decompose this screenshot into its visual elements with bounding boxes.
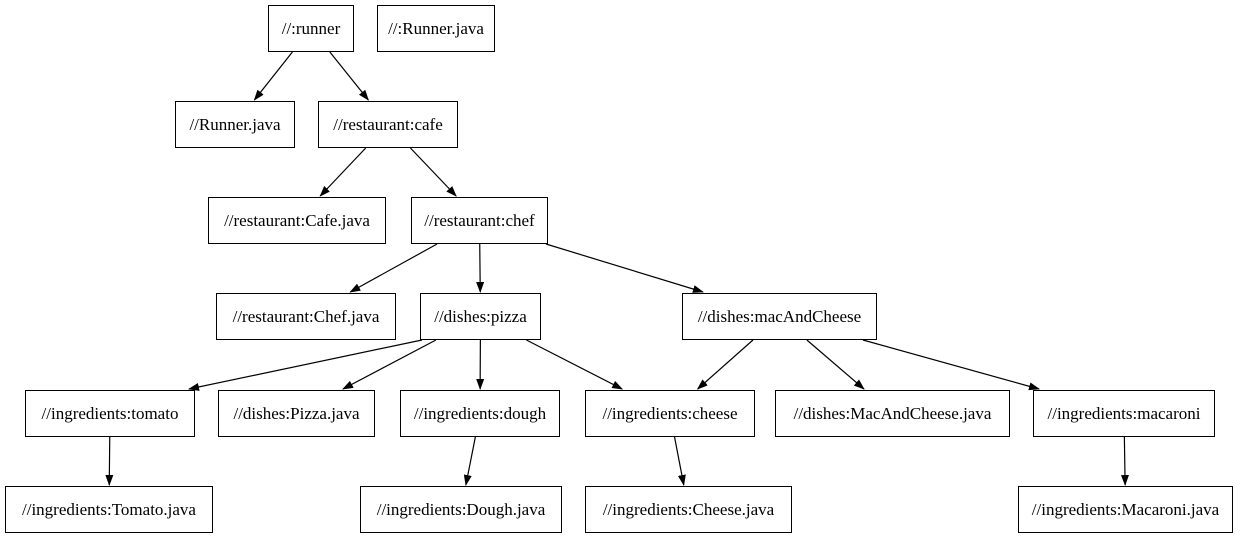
node-runner-java-root: //:Runner.java: [377, 5, 495, 52]
node-runner-java: //Runner.java: [175, 101, 295, 148]
edge-tomato-to-tomato-java: [105, 436, 114, 486]
node-tomato: //ingredients:tomato: [25, 390, 195, 437]
node-cheese-java: //ingredients:Cheese.java: [585, 486, 792, 533]
node-runner: //:runner: [268, 5, 354, 52]
edge-runner-to-runner-java: [253, 51, 293, 101]
node-chef-java: //restaurant:Chef.java: [216, 293, 396, 340]
node-mac-and-cheese: //dishes:macAndCheese: [682, 293, 877, 340]
node-cheese: //ingredients:cheese: [585, 390, 755, 437]
node-macaroni-java: //ingredients:Macaroni.java: [1018, 486, 1233, 533]
node-pizza: //dishes:pizza: [420, 293, 541, 340]
edge-cafe-to-cafe-java: [319, 147, 367, 197]
edge-dough-to-dough-java: [463, 436, 476, 486]
edge-pizza-to-pizza-java: [342, 339, 437, 390]
edge-chef-to-chef-java: [349, 243, 438, 293]
edge-mac-and-cheese-to-cheese: [696, 339, 754, 390]
edge-cheese-to-cheese-java: [673, 436, 686, 486]
edge-chef-to-pizza: [476, 243, 485, 293]
node-mac-and-cheese-java: //dishes:MacAndCheese.java: [775, 390, 1010, 437]
edge-macaroni-to-macaroni-java: [1120, 436, 1129, 486]
edge-mac-and-cheese-to-mac-and-cheese-java: [806, 339, 865, 390]
node-dough: //ingredients:dough: [400, 390, 560, 437]
node-chef: //restaurant:chef: [411, 197, 548, 244]
node-dough-java: //ingredients:Dough.java: [360, 486, 562, 533]
node-cafe: //restaurant:cafe: [318, 101, 458, 148]
edge-cafe-to-chef: [409, 147, 457, 197]
edges-group: [105, 51, 1129, 486]
edge-mac-and-cheese-to-macaroni: [862, 339, 1040, 391]
node-tomato-java: //ingredients:Tomato.java: [5, 486, 213, 533]
edge-pizza-to-cheese: [526, 339, 624, 390]
edge-runner-to-cafe: [329, 51, 369, 101]
node-macaroni: //ingredients:macaroni: [1033, 390, 1215, 437]
node-cafe-java: //restaurant:Cafe.java: [208, 197, 386, 244]
edge-chef-to-mac-and-cheese: [545, 243, 704, 293]
edge-pizza-to-tomato: [188, 339, 423, 391]
node-pizza-java: //dishes:Pizza.java: [218, 390, 375, 437]
